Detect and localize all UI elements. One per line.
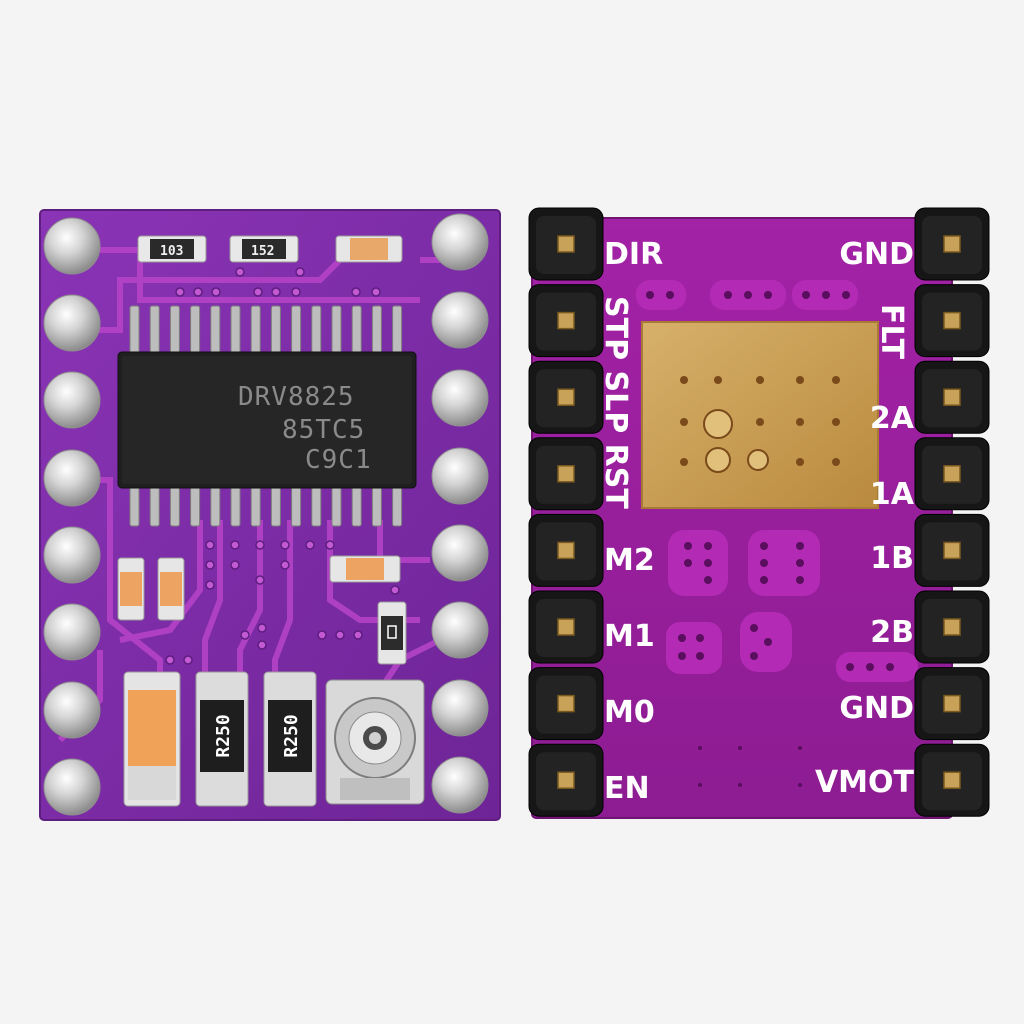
ic-pin (250, 485, 261, 527)
chip-marking-line1: DRV8825 (238, 382, 355, 412)
ic-pin (291, 485, 302, 527)
label-vmot: VMOT (815, 765, 915, 800)
ic-pin (371, 485, 382, 527)
trim-potentiometer (325, 679, 425, 805)
header-pin (914, 360, 990, 434)
label-2a: 2A (870, 401, 915, 436)
back-board: DIR STP SLP RST M2 M1 M0 EN GND FLT 2A 1… (528, 207, 990, 819)
label-en: EN (604, 771, 650, 806)
sense-resistor-label-1: R250 (213, 714, 234, 757)
header-pin (914, 437, 990, 511)
ic-pin (371, 305, 382, 355)
sense-resistor-1: R250 (195, 671, 249, 807)
header-pin (528, 667, 604, 741)
ic-pin (129, 485, 140, 527)
header-pin (914, 590, 990, 664)
label-1a: 1A (870, 477, 915, 512)
header-pin (914, 284, 990, 358)
smd-resistor-103: 103 (137, 235, 207, 263)
ic-pin (210, 305, 221, 355)
smd-resistor-152: 152 (229, 235, 299, 263)
header-pin (914, 513, 990, 587)
front-left-pads (43, 217, 101, 816)
sense-resistor-label-2: R250 (281, 714, 302, 757)
header-pin (528, 513, 604, 587)
drv8825-chip: DRV8825 85TC5 C9C1 (117, 351, 417, 489)
smd-label-103: 103 (160, 244, 183, 259)
label-stp-slp-rst: STP SLP RST (598, 296, 633, 509)
ic-pin (392, 485, 403, 527)
ic-pin (169, 485, 180, 527)
thermal-pad (641, 321, 879, 509)
ic-pin (250, 305, 261, 355)
smd-capacitor-top (335, 235, 403, 263)
header-pin (528, 743, 604, 817)
header-pin (528, 207, 604, 281)
label-flt: FLT (874, 304, 909, 360)
ic-pin (270, 485, 281, 527)
back-vias (636, 280, 918, 787)
ic-pin (291, 305, 302, 355)
front-board: 103 152 DRV8825 85TC5 C9C1 (39, 209, 501, 821)
ic-pin (149, 485, 160, 527)
ic-pin (190, 305, 201, 355)
ic-pin (270, 305, 281, 355)
ic-pin (149, 305, 160, 355)
ic-pin (331, 305, 342, 355)
ic-pins (129, 305, 403, 527)
ic-pin (210, 485, 221, 527)
header-pin (528, 437, 604, 511)
label-gnd-bottom: GND (839, 691, 914, 726)
ic-pin (311, 305, 322, 355)
label-1b: 1B (870, 541, 914, 576)
right-pin-header (914, 207, 990, 817)
sense-resistor-2: R250 (263, 671, 317, 807)
header-pin (528, 590, 604, 664)
chip-marking-line3: C9C1 (305, 445, 372, 475)
ic-pin (331, 485, 342, 527)
label-dir: DIR (604, 237, 663, 272)
label-gnd-top: GND (839, 237, 914, 272)
ic-pin (392, 305, 403, 355)
label-m2: M2 (604, 543, 655, 578)
ic-pin (129, 305, 140, 355)
ic-pin (230, 485, 241, 527)
label-2b: 2B (870, 615, 914, 650)
header-pin (914, 207, 990, 281)
ic-pin (190, 485, 201, 527)
label-m0: M0 (604, 695, 655, 730)
ic-pin (230, 305, 241, 355)
back-left-labels: DIR STP SLP RST M2 M1 M0 EN (598, 237, 663, 806)
ic-pin (311, 485, 322, 527)
ic-pin (351, 305, 362, 355)
header-pin (914, 667, 990, 741)
ic-pin (169, 305, 180, 355)
large-capacitor (123, 671, 181, 807)
front-right-pads (431, 213, 489, 814)
back-right-labels: GND FLT 2A 1A 1B 2B GND VMOT (815, 237, 915, 800)
header-pin (528, 360, 604, 434)
label-m1: M1 (604, 619, 655, 654)
left-pin-header (528, 207, 604, 817)
header-pin (914, 743, 990, 817)
chip-marking-line2: 85TC5 (282, 415, 365, 445)
ic-pin (351, 485, 362, 527)
smd-label-152: 152 (251, 244, 274, 259)
smd-capacitors-small (117, 555, 407, 665)
header-pin (528, 284, 604, 358)
